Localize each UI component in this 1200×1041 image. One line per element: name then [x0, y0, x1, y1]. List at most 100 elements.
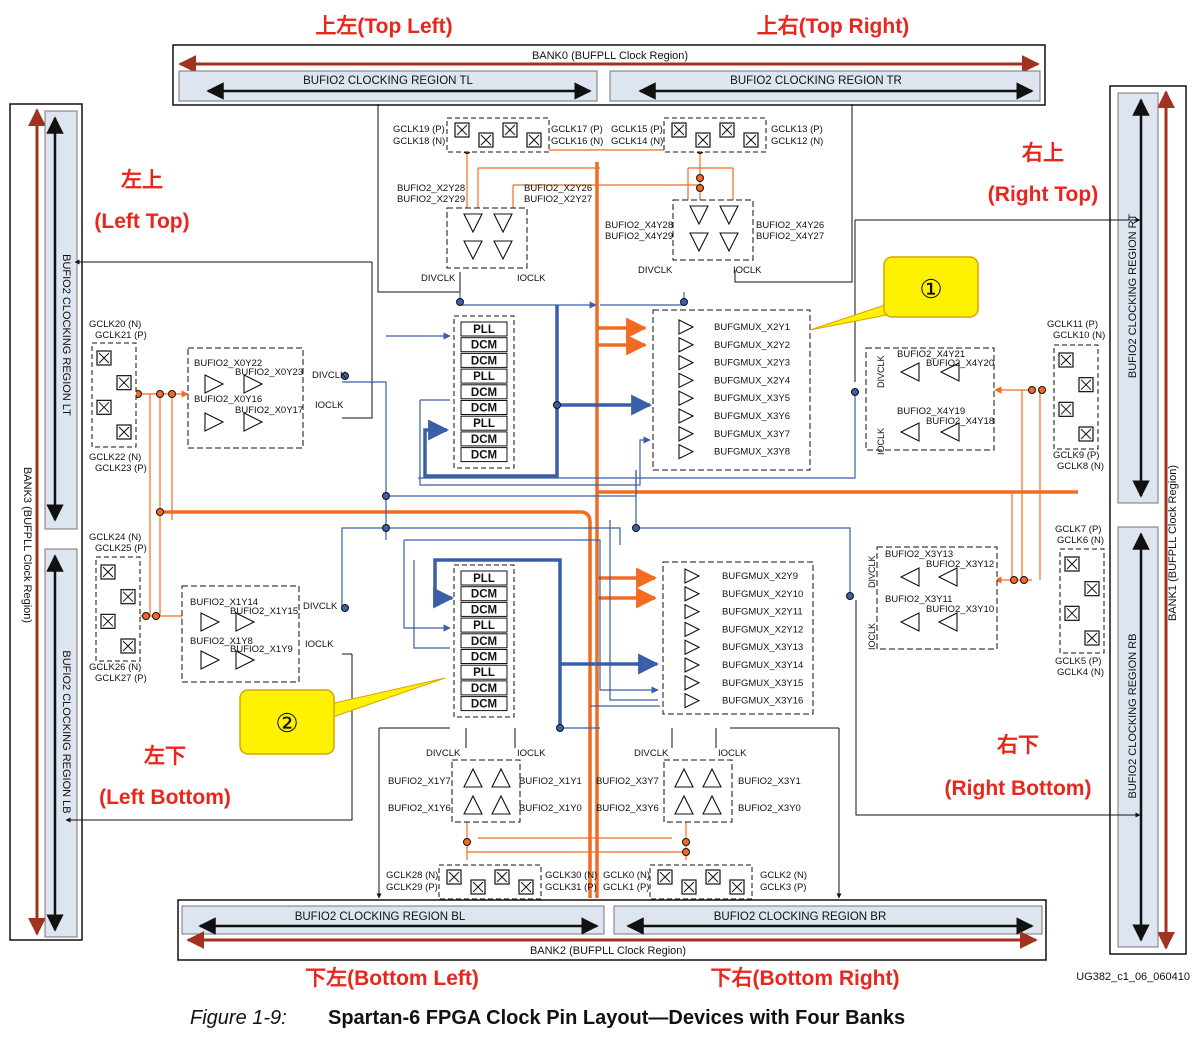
- bufgmux-label: BUFGMUX_X3Y16: [722, 696, 803, 707]
- gclk9-label: GCLK9 (P): [1053, 450, 1099, 461]
- buffer-triangle: [899, 362, 920, 382]
- clock-stack-cell: [460, 431, 508, 447]
- buffer-triangle: [678, 425, 695, 442]
- region-rb-label: BUFIO2 CLOCKING REGION RB: [1127, 633, 1139, 798]
- buffer-triangle: [491, 794, 511, 815]
- gclk17-label: GCLK17 (P): [551, 124, 603, 135]
- bufio2-x1y9-label: BUFIO2_X1Y9: [230, 644, 293, 655]
- region-lb-label: BUFIO2 CLOCKING REGION LB: [60, 650, 72, 813]
- bufio2-block: [187, 347, 304, 449]
- clock-stack-label: DCM: [471, 434, 497, 446]
- buffer-triangle: [689, 205, 709, 226]
- zone-bottom-left-label: 下左(Bottom Left): [305, 966, 479, 990]
- gclk1-label: GCLK1 (P): [603, 882, 649, 893]
- bufio2-x1y15-label: BUFIO2_X1Y15: [230, 606, 298, 617]
- clock-stack-label: PLL: [473, 371, 495, 383]
- pin-pad-cross: [1066, 558, 1078, 570]
- clock-stack-top-frame: [453, 315, 515, 469]
- zone-top-left-label: 上左(Top Left): [315, 14, 452, 38]
- caption-title: Spartan-6 FPGA Clock Pin Layout—Devices …: [328, 1007, 905, 1029]
- bufio2-x2y27-label: BUFIO2_X2Y27: [524, 194, 592, 205]
- region-tl-label: BUFIO2 CLOCKING REGION TL: [303, 75, 473, 87]
- gclk27-label: GCLK27 (P): [95, 673, 147, 684]
- divclk-label: DIVCLK: [634, 748, 669, 759]
- bufgmux-label: BUFGMUX_X2Y4: [714, 375, 790, 386]
- clock-stack-label: DCM: [471, 387, 497, 399]
- bufio2-x1y0-label: BUFIO2_X1Y0: [519, 803, 582, 814]
- bufgmux-top-block: [652, 309, 811, 471]
- callout-2-box: [239, 689, 335, 755]
- buffer-triangle: [684, 603, 701, 620]
- pin-pad-cross: [496, 871, 508, 883]
- bufgmux-top-list: BUFGMUX_X2Y1BUFGMUX_X2Y2BUFGMUX_X2Y3BUFG…: [678, 319, 790, 460]
- callout-1: ①: [809, 256, 979, 331]
- bank1-frame: BANK1 (BUFPLL Clock Region) BUFIO2 CLOCK…: [1109, 85, 1187, 955]
- clock-stack-label: DCM: [471, 355, 497, 367]
- bufio2-x1y7-label: BUFIO2_X1Y7: [388, 776, 451, 787]
- bufgmux-label: BUFGMUX_X3Y13: [722, 642, 803, 653]
- ioclk-label: IOCLK: [305, 639, 334, 650]
- bufgmux-label: BUFGMUX_X2Y10: [722, 589, 803, 600]
- buffer-triangle: [939, 362, 960, 382]
- buffer-triangle: [463, 794, 483, 815]
- pin-pad-cross: [707, 871, 719, 883]
- blue-lines: [341, 292, 856, 729]
- clock-stack-cell: [460, 321, 508, 337]
- bufio2-x3y12-label: BUFIO2_X3Y12: [926, 559, 994, 570]
- bufgmux-label: BUFGMUX_X2Y9: [722, 571, 798, 582]
- buffer-triangle: [939, 422, 960, 442]
- ioclk-label: IOCLK: [876, 428, 886, 455]
- gclk4-label: GCLK4 (N): [1057, 667, 1104, 678]
- clock-stack-label: PLL: [473, 620, 495, 632]
- gclk22-label: GCLK22 (N): [89, 452, 141, 463]
- gclk0-label: GCLK0 (N): [603, 870, 650, 881]
- buffer-triangle: [243, 374, 264, 394]
- figure-id: UG382_c1_06_060410: [1076, 971, 1190, 983]
- bufio2-x3y0-label: BUFIO2_X3Y0: [738, 803, 801, 814]
- pin-pad-cross: [1066, 607, 1078, 619]
- divclk-label: DIVCLK: [426, 748, 461, 759]
- gclk8-label: GCLK8 (N): [1057, 461, 1104, 472]
- orange-backbone: [160, 162, 1078, 898]
- clock-stack-label: DCM: [471, 652, 497, 664]
- divclk-label: DIVCLK: [303, 601, 338, 612]
- bufio2-x2y28-label: BUFIO2_X2Y28: [397, 183, 465, 194]
- bank0-frame: BANK0 (BUFPLL Clock Region) BUFIO2 CLOCK…: [172, 44, 1046, 106]
- ioclk-label: IOCLK: [867, 623, 877, 650]
- gclk14-label: GCLK14 (N): [611, 136, 663, 147]
- pin-pad-cross: [472, 881, 484, 893]
- pin-pad-cross: [721, 124, 733, 136]
- clock-stack-cell: [460, 570, 508, 586]
- bufio2-x0y16-label: BUFIO2_X0Y16: [194, 394, 262, 405]
- bufio2-x3y13-label: BUFIO2_X3Y13: [885, 549, 953, 560]
- bufio2-x4y27-label: BUFIO2_X4Y27: [756, 231, 824, 242]
- pin-pad-cross: [1086, 632, 1098, 644]
- clock-stack-label: PLL: [473, 418, 495, 430]
- pin-pad-cross: [1060, 403, 1072, 415]
- blue-thick-loops: [423, 305, 660, 728]
- bufio2-x1y8-label: BUFIO2_X1Y8: [190, 636, 253, 647]
- buffer-triangle: [702, 794, 722, 815]
- region-bl-label: BUFIO2 CLOCKING REGION BL: [295, 911, 466, 923]
- gclk23-label: GCLK23 (P): [95, 463, 147, 474]
- buffer-triangle: [684, 674, 701, 691]
- ioclk-label: IOCLK: [517, 273, 546, 284]
- divclk-label: DIVCLK: [421, 273, 456, 284]
- caption-prefix: Figure 1-9:: [190, 1007, 287, 1029]
- bufio2-x4y26-label: BUFIO2_X4Y26: [756, 220, 824, 231]
- bufgmux-label: BUFGMUX_X3Y8: [714, 447, 790, 458]
- bank2-label: BANK2 (BUFPLL Clock Region): [530, 945, 686, 957]
- clock-stack-cell: [460, 352, 508, 368]
- bufio2-block: [663, 759, 733, 823]
- buffer-triangle: [678, 390, 695, 407]
- buffer-triangle: [463, 767, 483, 788]
- bufgmux-label: BUFGMUX_X2Y2: [714, 340, 790, 351]
- bufio2-x0y23-label: BUFIO2_X0Y23: [235, 367, 303, 378]
- gclk29-label: GCLK29 (P): [386, 882, 438, 893]
- clock-stack-cell: [460, 696, 508, 712]
- pin-pad-cross: [102, 615, 114, 627]
- buffer-triangle: [678, 354, 695, 371]
- bufio2-x4y29-label: BUFIO2_X4Y29: [605, 231, 673, 242]
- pin-pad-cross: [683, 881, 695, 893]
